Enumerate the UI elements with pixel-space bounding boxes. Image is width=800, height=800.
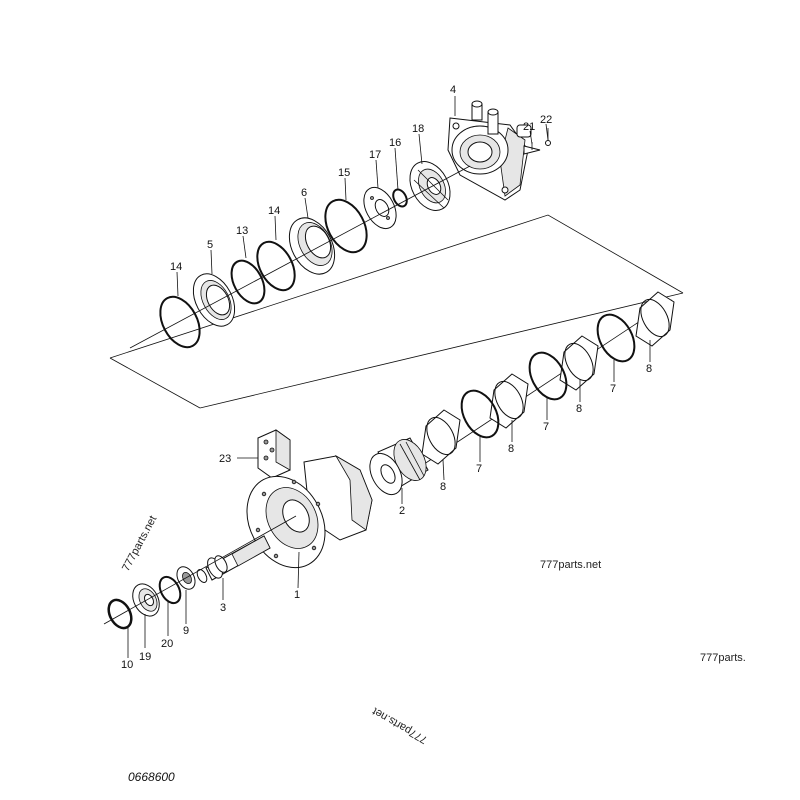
part-16-small-ring (392, 188, 408, 208)
callout-4: 4 (450, 84, 456, 96)
part-7-disc-b (528, 351, 568, 401)
callout-5: 5 (207, 239, 213, 251)
callout-8-b: 8 (576, 403, 582, 415)
callout-6: 6 (301, 187, 307, 199)
callout-14-lower: 14 (170, 261, 182, 273)
callout-8-a: 8 (646, 363, 652, 375)
callout-1: 1 (294, 589, 300, 601)
part-1-housing (246, 454, 373, 569)
upper-axis-line (129, 165, 471, 349)
part-8-plate-a (635, 291, 675, 347)
leader-lines (127, 96, 651, 658)
watermark-right: 777parts. (700, 652, 746, 664)
callout-16: 16 (389, 137, 401, 149)
callout-3: 3 (220, 602, 226, 614)
callout-13: 13 (236, 225, 248, 237)
callout-10: 10 (121, 659, 133, 671)
assembly-outline (109, 214, 684, 409)
callout-23: 23 (219, 453, 231, 465)
part-8-plate-c (489, 373, 529, 429)
part-4-valve-housing (447, 100, 532, 201)
part-8-plate-d (421, 409, 461, 465)
callout-20: 20 (161, 638, 173, 650)
callout-22: 22 (540, 114, 552, 126)
watermark-center: 777parts.net (540, 559, 601, 571)
part-6-piston (288, 217, 336, 275)
part-14-o-ring-upper (256, 240, 296, 292)
callout-18: 18 (412, 123, 424, 135)
drawing-code: 0668600 (128, 770, 175, 784)
part-10-snap-ring (107, 598, 133, 630)
part-22-plug (545, 128, 551, 146)
part-7-disc-c (460, 389, 500, 439)
callout-2: 2 (399, 505, 405, 517)
callout-labels: 4 21 22 18 16 17 15 6 14 13 5 14 8 7 8 7… (121, 84, 652, 671)
callout-21: 21 (523, 121, 535, 133)
callout-17: 17 (369, 149, 381, 161)
part-23-valve-block (257, 429, 291, 479)
callout-8-c: 8 (508, 443, 514, 455)
part-13-ring (230, 259, 266, 305)
callout-8-d: 8 (440, 481, 446, 493)
part-3-shaft (196, 535, 271, 583)
part-5-ring (192, 273, 236, 327)
watermark-bottom: 777parts.net (371, 705, 430, 746)
callout-19: 19 (139, 651, 151, 663)
part-18-spring-assembly (409, 161, 451, 211)
part-8-plate-b (559, 335, 599, 391)
part-7-disc-a (596, 313, 636, 363)
part-2-rotor (369, 437, 429, 496)
callout-9: 9 (183, 625, 189, 637)
lower-axis-line (103, 515, 297, 625)
part-20-ring (158, 575, 182, 605)
watermark-left: 777parts.net (120, 514, 159, 574)
callout-7-c: 7 (476, 463, 482, 475)
part-14-o-ring-lower (159, 295, 201, 349)
callout-15: 15 (338, 167, 350, 179)
callout-7-a: 7 (610, 383, 616, 395)
callout-14-upper: 14 (268, 205, 280, 217)
part-15-o-ring (324, 198, 368, 254)
callout-7-b: 7 (543, 421, 549, 433)
